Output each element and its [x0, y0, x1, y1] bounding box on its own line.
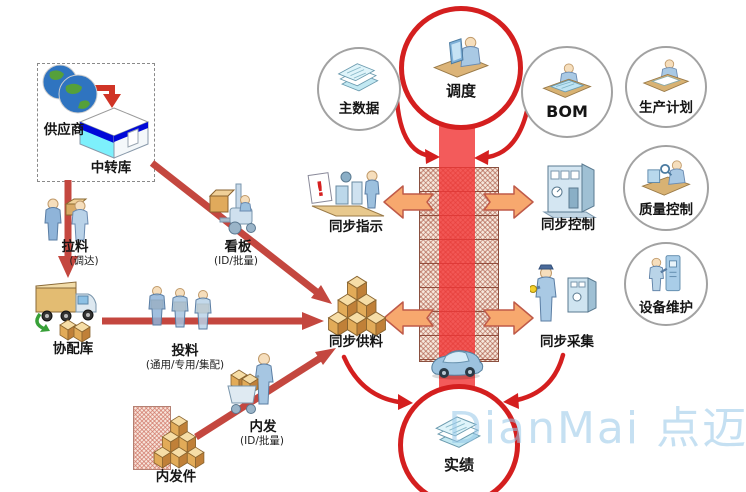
orange-arrow-sync-control: [483, 185, 534, 219]
orange-arrow-sync-supply: [383, 301, 434, 335]
result-docs-icon: [435, 416, 482, 448]
sync-collect-inspector-icon: [530, 264, 597, 322]
master-data-docs-icon: [337, 62, 379, 91]
arc-bom-to-band: [485, 108, 530, 160]
sync-supply-label: 同步供料: [329, 334, 383, 350]
car-icon: [431, 350, 484, 380]
production-flow-band: [439, 112, 475, 393]
orange-arrow-sync-instruction: [383, 185, 434, 219]
master-data-label: 主数据: [338, 100, 380, 117]
dispatch-label: 调度: [445, 82, 476, 100]
equipment-maintenance-icon: [648, 254, 681, 291]
supplier-label: 供应商: [43, 122, 85, 138]
sync-instruction-line-icon: !: [307, 170, 385, 217]
quality-control-circle: 质量控制: [623, 145, 709, 231]
bom-desk-icon: [542, 63, 592, 98]
kanban-label: 看板: [224, 239, 252, 255]
arc-masterdata-to-band: [394, 98, 429, 158]
production-plan-label: 生产计划: [639, 99, 693, 116]
sync-control-cabinet-icon: [542, 163, 597, 218]
dispatch-circle: 调度: [399, 6, 523, 130]
transit-warehouse-label: 中转库: [90, 160, 132, 176]
equipment-maintenance-circle: 设备维护: [624, 242, 708, 326]
feed-material-label: 投料: [171, 343, 199, 359]
internal-delivery-cart-icon: [227, 353, 274, 414]
coop-warehouse-truck-icon: [35, 281, 97, 342]
dispatch-operator-icon: [432, 36, 490, 78]
watermark-text: DianMai 点迈: [448, 403, 746, 454]
arrow-transit-to-pull: [58, 180, 78, 278]
feed-material-people-icon: [148, 286, 212, 330]
transit-warehouse-icon: [78, 107, 150, 159]
quality-control-icon: [641, 159, 691, 196]
feed-material-sublabel: (通用/专用/集配): [145, 359, 225, 371]
supplier-globes-icon: [42, 64, 98, 114]
pull-material-people-icon: [44, 198, 89, 241]
bom-circle: BOM: [521, 46, 613, 138]
sync-instruction-label: 同步指示: [329, 219, 383, 235]
sync-collect-label: 同步采集: [540, 334, 594, 350]
pull-material-sublabel: (调达): [69, 255, 99, 267]
master-data-circle: 主数据: [317, 47, 401, 131]
production-plan-desk-icon: [642, 58, 690, 92]
arc-collect-to-result: [514, 352, 566, 403]
internal-delivery-label: 内发: [249, 419, 277, 435]
sync-control-label: 同步控制: [541, 217, 595, 233]
supplier-group-box: [37, 63, 155, 182]
quality-control-label: 质量控制: [639, 201, 693, 218]
coop-warehouse-label: 协配库: [52, 341, 94, 357]
internal-delivery-sublabel: (ID/批量): [240, 435, 284, 447]
arc-supply-to-result: [341, 354, 402, 405]
pull-material-label: 拉料: [61, 239, 89, 255]
kanban-sublabel: (ID/批量): [214, 255, 258, 267]
bom-label: BOM: [546, 102, 588, 121]
result-label: 实绩: [443, 456, 474, 474]
result-circle: 实绩: [398, 384, 520, 492]
internal-parts-boxes-icon: [153, 415, 205, 469]
production-plan-circle: 生产计划: [625, 46, 707, 128]
svg-text:!: !: [314, 176, 326, 201]
orange-arrow-sync-collect: [483, 301, 534, 335]
sync-supply-boxes-icon: [328, 275, 386, 337]
internal-parts-label: 内发件: [155, 469, 197, 485]
kanban-forklift-icon: [208, 183, 256, 235]
equipment-maintenance-label: 设备维护: [639, 299, 693, 316]
